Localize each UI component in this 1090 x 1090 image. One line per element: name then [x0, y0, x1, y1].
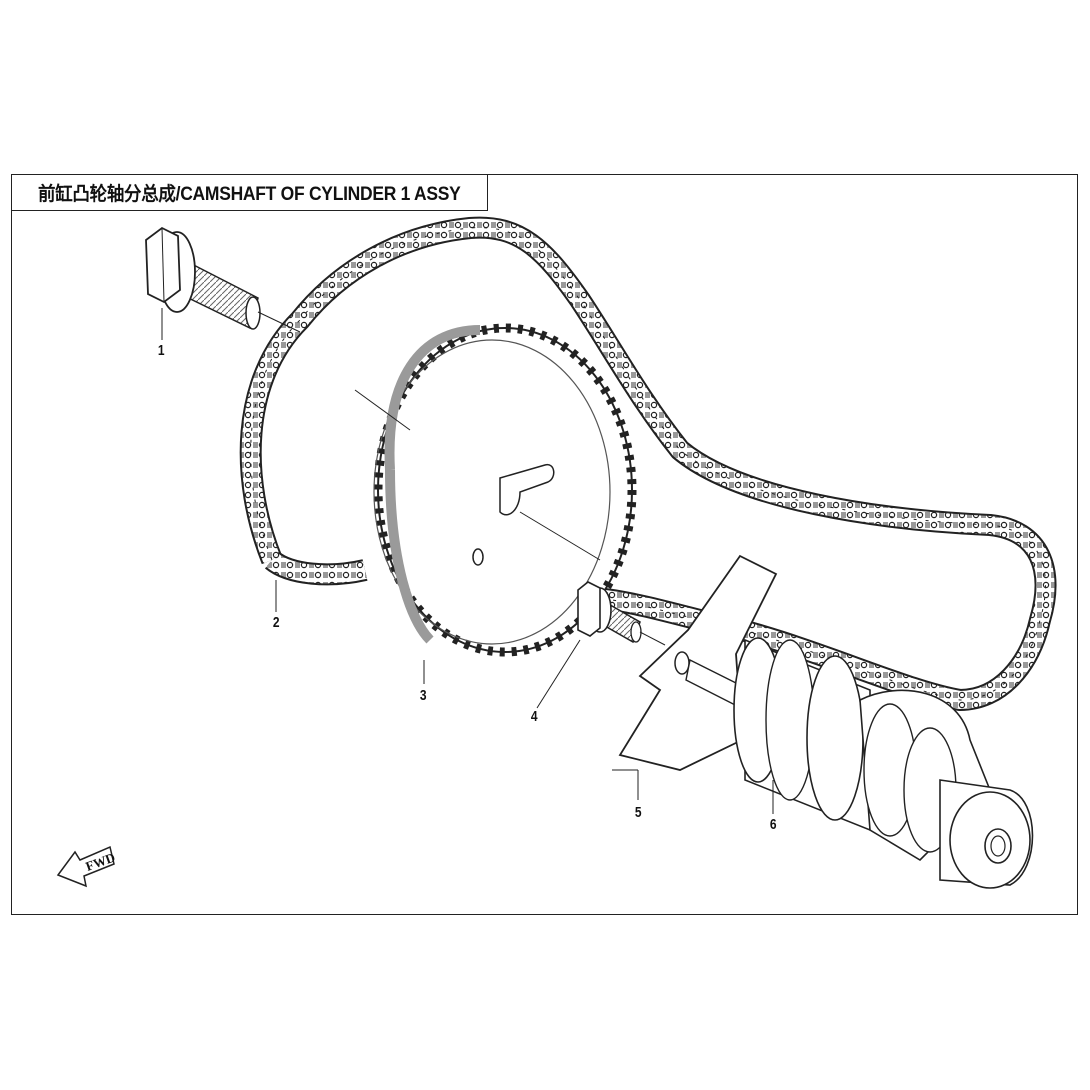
timing-chain	[239, 216, 1057, 711]
cam-sprocket	[373, 323, 637, 657]
diagram-frame	[11, 174, 1078, 915]
fwd-arrow-icon: FWD	[56, 845, 117, 888]
callout-5: 5	[634, 804, 642, 821]
callout-2: 2	[272, 614, 280, 631]
flange-bolt-1	[145, 226, 411, 431]
camshaft	[685, 637, 1034, 889]
diagram-title: 前缸凸轮轴分总成/CAMSHAFT OF CYLINDER 1 ASSY	[38, 184, 461, 205]
axis-line	[519, 511, 601, 561]
callout-6: 6	[769, 816, 777, 833]
leader-lines	[161, 308, 774, 814]
flange-bolt-4	[577, 581, 666, 646]
callout-4: 4	[530, 708, 538, 725]
callout-3: 3	[419, 687, 427, 704]
title-box: 前缸凸轮轴分总成/CAMSHAFT OF CYLINDER 1 ASSY	[11, 174, 488, 211]
callout-1: 1	[157, 342, 165, 359]
